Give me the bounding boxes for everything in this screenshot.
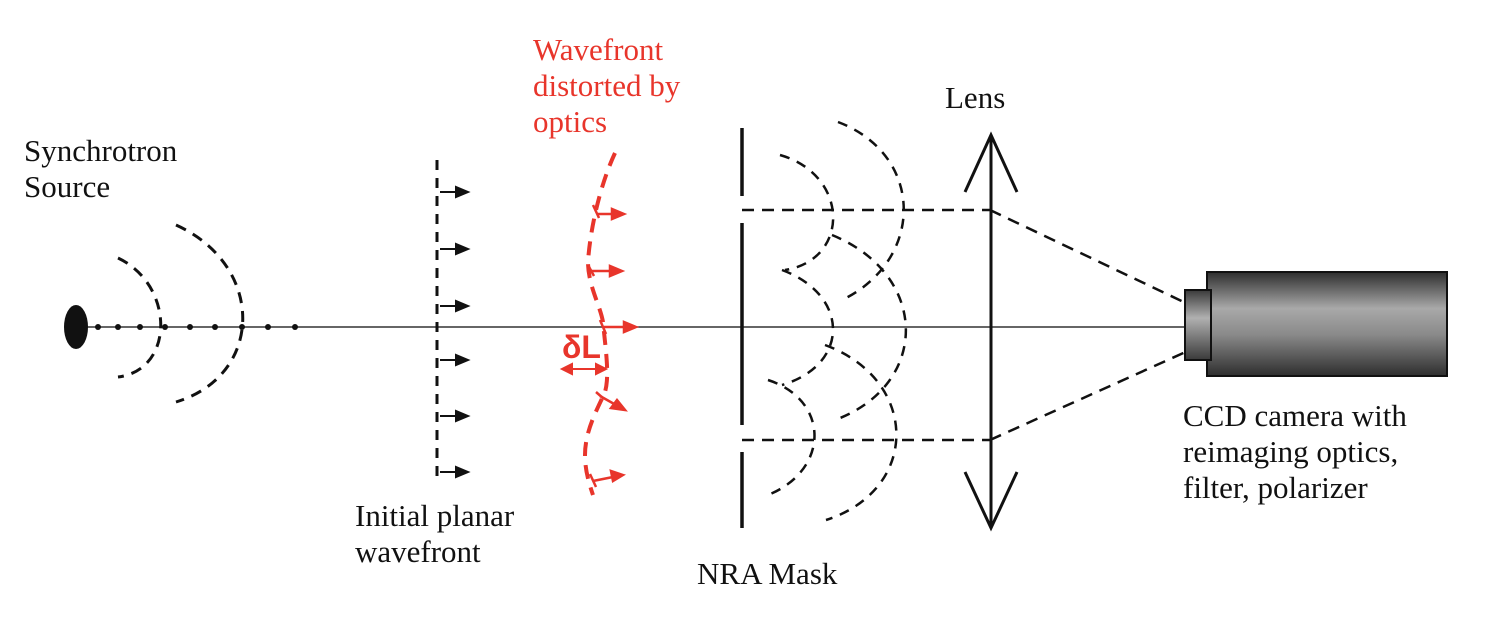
distorted-label-line1: Wavefront [533, 32, 664, 67]
camera-label-line3: filter, polarizer [1183, 470, 1368, 505]
camera-body [1206, 271, 1448, 377]
source-label-line2: Source [24, 169, 111, 204]
beam-paths [742, 208, 1191, 442]
diffracted-wavelets [767, 120, 908, 522]
camera-lens-cap [1184, 289, 1212, 361]
camera-label-line1: CCD camera with [1183, 398, 1407, 433]
distorted-wavefront-label: Wavefront distorted by optics [533, 32, 680, 140]
delta-l-label: δL [562, 329, 601, 365]
delta-l-arrow [559, 362, 609, 376]
camera-label: CCD camera with reimaging optics, filter… [1183, 398, 1407, 506]
planar-wavefront-label: Initial planar wavefront [355, 498, 514, 570]
planar-propagation-arrows [440, 185, 471, 479]
source-label: Synchrotron Source [24, 133, 177, 205]
lens-label: Lens [945, 80, 1006, 115]
distorted-label-line3: optics [533, 104, 608, 139]
source-wavefronts [117, 223, 245, 404]
synchrotron-source [64, 305, 88, 349]
planar-label-line2: wavefront [355, 534, 481, 569]
ccd-camera [1184, 271, 1448, 377]
distorted-label-line2: distorted by [533, 68, 681, 103]
distorted-wavefront [582, 152, 617, 496]
camera-label-line2: reimaging optics, [1183, 434, 1399, 469]
source-wavefront-outer [175, 223, 245, 404]
nra-mask-label: NRA Mask [697, 556, 838, 591]
source-beam-dots [95, 324, 298, 330]
lens [963, 131, 1019, 532]
distorted-propagation-arrows [586, 204, 640, 488]
source-label-line1: Synchrotron [24, 133, 178, 168]
planar-label-line1: Initial planar [355, 498, 515, 533]
source-wavefront-inner [117, 256, 163, 379]
